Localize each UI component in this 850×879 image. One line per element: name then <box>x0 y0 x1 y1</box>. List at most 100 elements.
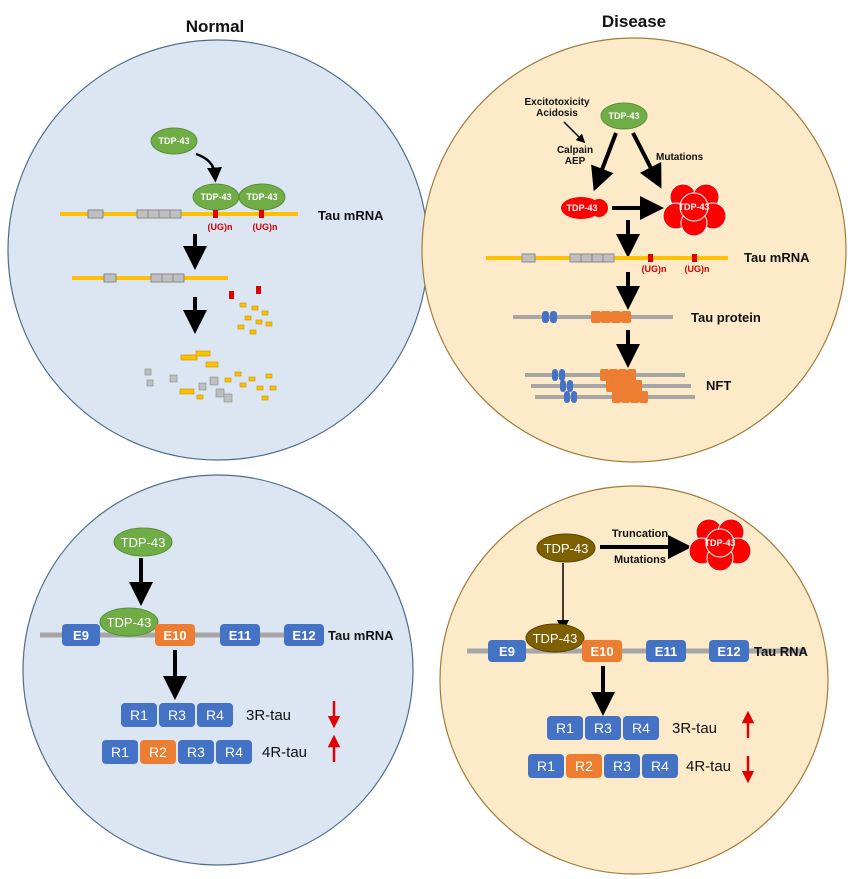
tdp43-aggregate <box>688 518 752 572</box>
exon-e11 <box>220 624 260 646</box>
exon-e11 <box>646 640 686 662</box>
repeat-r1 <box>547 716 583 740</box>
tau-mrna-label: Tau mRNA <box>744 250 810 265</box>
mrna-exon-block <box>602 253 615 263</box>
mrna-exon-block <box>103 273 117 283</box>
repeat-r4 <box>197 703 233 727</box>
mrna-exon-block <box>136 209 149 219</box>
ug-repeat-label: (UG)n <box>208 222 233 232</box>
repeat-r3 <box>178 740 214 764</box>
header-normal: Normal <box>186 17 245 36</box>
mrna-exon-block <box>569 253 582 263</box>
repeat-label: R2 <box>575 758 593 774</box>
tdp43-protein <box>536 533 596 563</box>
exon-e9 <box>62 624 100 646</box>
mrna-exon-block <box>87 209 104 219</box>
mrna-exon-block <box>580 253 593 263</box>
mrna-exon-block <box>169 209 182 219</box>
tdp43-aggregate <box>662 183 727 237</box>
tdp43-protein <box>600 102 648 130</box>
repeat-label: R1 <box>130 707 148 723</box>
repeat-r2 <box>566 754 602 778</box>
repeat-r1 <box>102 740 138 764</box>
tdp43-protein <box>113 527 173 557</box>
mrna-exon-block <box>172 273 185 283</box>
protein-domain-blue <box>550 311 557 323</box>
degraded-fragments <box>237 302 273 335</box>
tdp43-truncated <box>561 197 601 219</box>
repeat-label: R4 <box>651 758 669 774</box>
isoform-4r-label: 4R-tau <box>686 758 731 775</box>
repeat-r4 <box>623 716 659 740</box>
repeat-r4 <box>642 754 678 778</box>
repeat-label: R1 <box>556 720 574 736</box>
repeat-label: R3 <box>168 707 186 723</box>
protein-repeat-orange <box>601 311 611 323</box>
isoform-4r-label: 4R-tau <box>262 744 307 761</box>
tau-rna-label: Tau RNA <box>754 644 809 659</box>
exon-label: E12 <box>717 644 740 659</box>
panel-disease-splicing: TDP-43 Truncation Mutations TDP-43 TDP-4… <box>439 485 829 875</box>
repeat-r1 <box>121 703 157 727</box>
header-disease: Disease <box>602 12 666 31</box>
repeat-label: R1 <box>537 758 555 774</box>
mrna-exon-block <box>147 209 160 219</box>
mutation-arrow <box>631 132 662 189</box>
calpain-label: Calpain <box>557 145 593 156</box>
mrna-exon-block <box>150 273 163 283</box>
excitotoxicity-label: Excitotoxicity <box>524 97 589 108</box>
tdp43-label: TDP-43 <box>608 111 639 121</box>
ug-repeat-label: (UG)n <box>253 222 278 232</box>
repeat-label: R3 <box>187 744 205 760</box>
tau-protein-label: Tau protein <box>691 310 761 325</box>
degraded-debris <box>144 350 277 403</box>
panel-normal-mrna: TDP-43 TDP-43 TDP-43 (UG)n (UG)n Tau mRN… <box>7 39 429 461</box>
tdp43-label: TDP-43 <box>200 192 231 202</box>
repeat-label: R3 <box>613 758 631 774</box>
mrna-exon-block <box>158 209 171 219</box>
tdp43-label: TDP-43 <box>107 615 152 630</box>
exon-label: E10 <box>590 644 613 659</box>
exon-label: E11 <box>229 628 251 643</box>
panel-normal-splicing: TDP-43 TDP-43 E9 E10 E11 E12 Tau mRNA R1… <box>22 474 414 866</box>
ug-site <box>229 291 234 299</box>
tdp43-label: TDP-43 <box>533 631 578 646</box>
nft-filaments <box>525 369 695 403</box>
ug-site <box>256 286 261 294</box>
tdp43-label: TDP-43 <box>158 136 189 146</box>
tau-mrna-label: Tau mRNA <box>318 208 384 223</box>
truncation-label: Truncation <box>612 528 669 540</box>
tdp43-label: TDP-43 <box>246 192 277 202</box>
repeat-r4 <box>216 740 252 764</box>
isoform-3r-label: 3R-tau <box>246 707 291 724</box>
repeat-label: R4 <box>225 744 243 760</box>
tdp43-protein <box>150 127 198 155</box>
repeat-label: R4 <box>206 707 224 723</box>
exon-label: E12 <box>292 628 315 643</box>
panel-disease-mrna: Excitotoxicity Acidosis Calpain AEP Muta… <box>421 37 847 463</box>
ug-site <box>213 210 218 218</box>
exon-e10 <box>582 640 622 662</box>
cell-circle <box>22 474 414 866</box>
repeat-label: R4 <box>632 720 650 736</box>
exon-label: E9 <box>499 644 515 659</box>
repeat-r1 <box>528 754 564 778</box>
exon-e12 <box>709 640 749 662</box>
mrna-exon-block <box>161 273 174 283</box>
mrna-exon-block <box>521 253 536 263</box>
protein-repeat-orange <box>611 311 621 323</box>
cleavage-arrow <box>591 132 618 192</box>
exon-e12 <box>284 624 324 646</box>
ug-repeat-label: (UG)n <box>642 264 667 274</box>
repeat-label: R2 <box>149 744 167 760</box>
nft-label: NFT <box>706 378 731 393</box>
tdp43-label: TDP-43 <box>566 203 597 213</box>
ug-site <box>259 210 264 218</box>
tdp43-bound <box>99 607 159 637</box>
tau-mrna-label: Tau mRNA <box>328 628 394 643</box>
protein-domain-blue <box>542 311 549 323</box>
tdp43-label: TDP-43 <box>678 202 709 212</box>
binding-arrow <box>195 152 222 183</box>
repeat-r2 <box>140 740 176 764</box>
